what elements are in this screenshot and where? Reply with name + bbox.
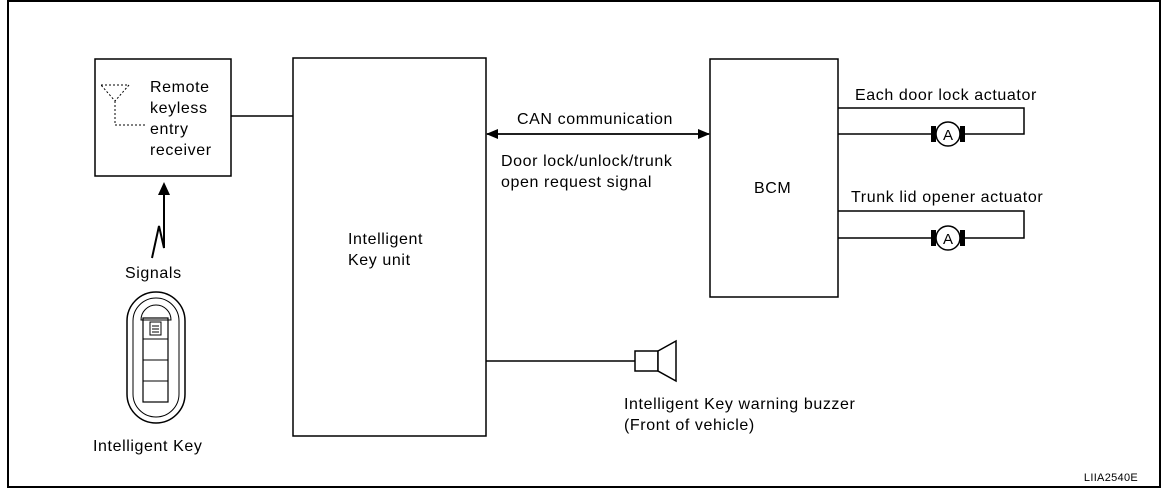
request-signal-line: open request signal bbox=[501, 174, 652, 191]
intelligent-key-fob-icon bbox=[126, 291, 186, 424]
intelligent-key-unit-label-line: Key unit bbox=[348, 252, 411, 269]
can-communication-label: CAN communication bbox=[517, 111, 673, 128]
buzzer-label-line: Intelligent Key warning buzzer bbox=[624, 396, 856, 413]
receiver-label-line: entry bbox=[150, 121, 189, 138]
bcm-label: BCM bbox=[754, 180, 791, 197]
trunk-opener-motor-icon: A bbox=[931, 225, 965, 251]
receiver-label-line: receiver bbox=[150, 142, 212, 159]
signals-label: Signals bbox=[125, 265, 182, 282]
diagram-frame bbox=[7, 0, 1161, 488]
intelligent-key-unit-box bbox=[292, 57, 487, 437]
trunk-opener-actuator-circuit: A bbox=[838, 210, 1025, 251]
buzzer-label-line: (Front of vehicle) bbox=[624, 417, 755, 434]
receiver-box bbox=[94, 58, 232, 177]
receiver-label-line: keyless bbox=[150, 100, 208, 117]
trunk-opener-motor-symbol: A bbox=[943, 231, 953, 248]
door-lock-motor-symbol: A bbox=[943, 127, 953, 144]
bcm-block: BCM bbox=[709, 58, 839, 298]
receiver-block: Remote keyless entry receiver bbox=[94, 58, 232, 177]
antenna-icon bbox=[99, 84, 146, 126]
signal-bolt-icon bbox=[151, 182, 170, 259]
door-lock-actuator-circuit: A bbox=[838, 107, 1025, 147]
buzzer-label: Intelligent Key warning buzzer (Front of… bbox=[624, 396, 861, 434]
receiver-label-line: Remote bbox=[150, 79, 210, 96]
door-lock-actuator-label: Each door lock actuator bbox=[855, 87, 1037, 104]
request-signal-line: Door lock/unlock/trunk bbox=[501, 153, 673, 170]
bcm-box bbox=[709, 58, 839, 298]
door-lock-motor-icon: A bbox=[931, 121, 965, 147]
trunk-opener-actuator-label: Trunk lid opener actuator bbox=[851, 189, 1043, 206]
buzzer-icon bbox=[634, 339, 677, 383]
intelligent-key-label: Intelligent Key bbox=[93, 438, 203, 455]
receiver-label: Remote keyless entry receiver bbox=[150, 79, 215, 159]
figure-code: LIIA2540E bbox=[1084, 472, 1138, 484]
intelligent-key-unit-label-line: Intelligent bbox=[348, 231, 423, 248]
intelligent-key-unit-label: Intelligent Key unit bbox=[348, 231, 428, 269]
intelligent-key-unit-block: Intelligent Key unit bbox=[292, 57, 487, 437]
request-signal-label: Door lock/unlock/trunk open request sign… bbox=[501, 153, 678, 191]
